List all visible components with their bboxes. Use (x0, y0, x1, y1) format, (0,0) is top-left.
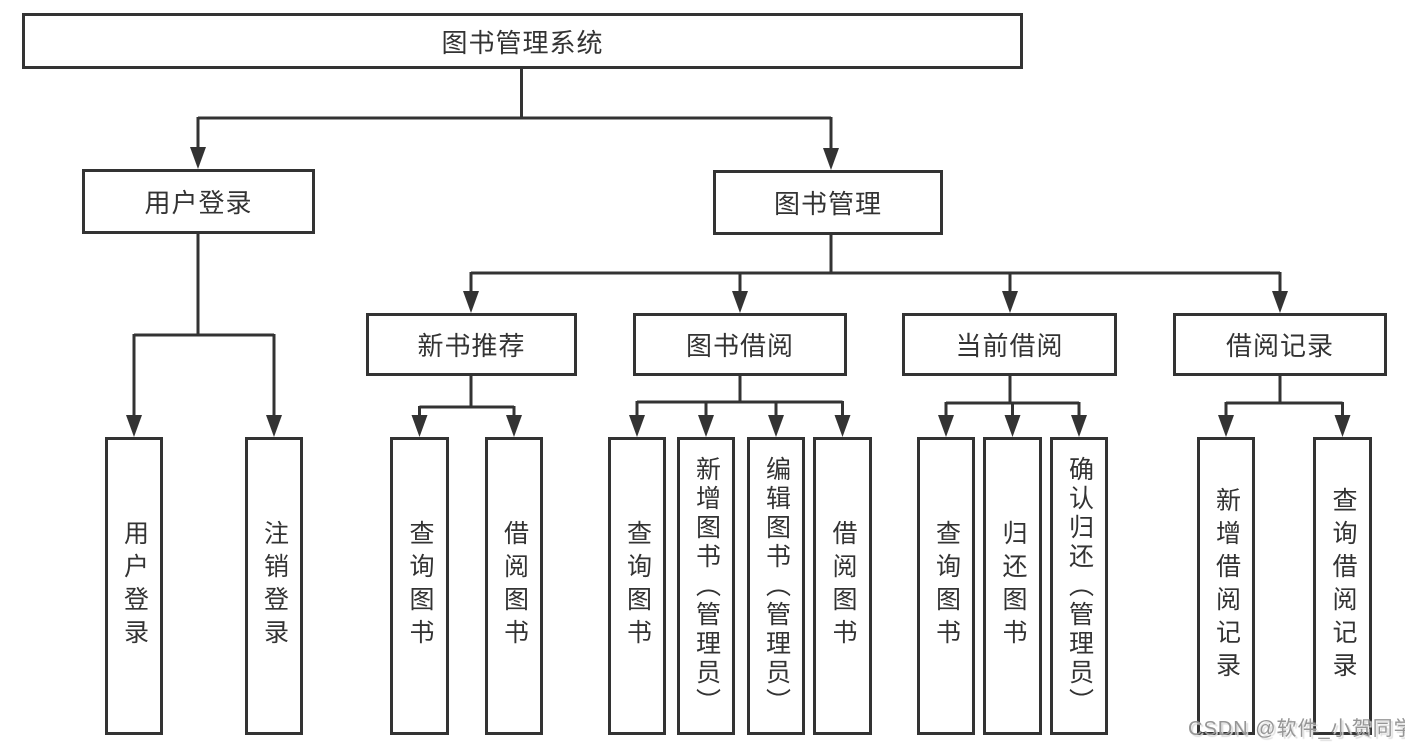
arrowhead (629, 415, 645, 437)
arrowhead (1272, 291, 1288, 313)
arrowhead (1002, 291, 1018, 313)
group-current-borrow-label: 当前借阅 (955, 331, 1064, 361)
connector-borrow-records (1224, 376, 1344, 418)
branch-user-login-label: 用户登录 (144, 188, 253, 218)
watermark: CSDN @软件_小贺同学 (1188, 718, 1405, 740)
leaf-borrow-books: 借阅图书 (813, 437, 872, 735)
arrowhead (506, 415, 522, 437)
leaf-edit-book-admin: 编辑图书（管理员） (747, 437, 805, 735)
leaf-confirm-return-admin: 确认归还（管理员） (1050, 437, 1108, 735)
connector-current-borrow (944, 376, 1081, 418)
leaf-query-books-current: 查询图书 (917, 437, 975, 735)
branch-book-management-label: 图书管理 (773, 189, 882, 219)
leaf-user-login-label: 用户登录 (120, 520, 149, 652)
leaf-logout-label: 注销登录 (260, 520, 289, 652)
leaf-borrow-books-recommend-label: 借阅图书 (500, 520, 529, 652)
leaf-query-books-current-label: 查询图书 (932, 520, 961, 652)
group-book-borrow: 图书借阅 (633, 313, 847, 376)
leaf-edit-book-admin-label: 编辑图书（管理员） (762, 455, 791, 717)
leaf-confirm-return-admin-label: 确认归还（管理员） (1065, 455, 1094, 717)
arrowhead (698, 415, 714, 437)
root-node: 图书管理系统 (22, 13, 1023, 69)
leaf-logout: 注销登录 (245, 437, 303, 735)
leaf-query-books-recommend: 查询图书 (390, 437, 449, 735)
arrowhead (834, 415, 851, 437)
arrowhead (126, 415, 142, 437)
group-current-borrow: 当前借阅 (902, 313, 1117, 376)
arrowhead (1334, 415, 1351, 437)
arrowhead (1218, 415, 1234, 437)
connector-book-management (469, 235, 1282, 294)
arrowhead (823, 148, 839, 170)
group-new-book-recommend: 新书推荐 (366, 313, 577, 376)
arrowhead (938, 415, 954, 437)
leaf-add-book-admin-label: 新增图书（管理员） (692, 455, 721, 717)
arrowhead (1004, 415, 1021, 437)
leaf-query-books-borrow: 查询图书 (608, 437, 666, 735)
leaf-query-books-recommend-label: 查询图书 (406, 520, 434, 652)
leaf-query-borrow-record: 查询借阅记录 (1313, 437, 1372, 735)
leaf-return-books: 归还图书 (983, 437, 1042, 735)
connector-new-book (418, 376, 516, 418)
connector-book-borrow (635, 376, 844, 418)
leaf-user-login: 用户登录 (105, 437, 163, 735)
connector-root (196, 69, 833, 153)
arrowhead (768, 415, 784, 437)
leaf-query-books-borrow-label: 查询图书 (623, 520, 652, 652)
arrowhead (732, 291, 748, 313)
group-borrow-records-label: 借阅记录 (1225, 331, 1334, 361)
arrowhead (190, 147, 206, 169)
arrowhead (411, 415, 428, 437)
branch-book-management: 图书管理 (713, 170, 943, 235)
branch-user-login: 用户登录 (82, 169, 315, 234)
group-book-borrow-label: 图书借阅 (685, 331, 794, 361)
connector-user-login (132, 234, 276, 418)
leaf-return-books-label: 归还图书 (999, 520, 1027, 652)
leaf-add-borrow-record-label: 新增借阅记录 (1212, 487, 1241, 685)
leaf-borrow-books-recommend: 借阅图书 (485, 437, 543, 735)
leaf-add-book-admin: 新增图书（管理员） (677, 437, 735, 735)
leaf-borrow-books-label: 借阅图书 (829, 520, 857, 652)
group-new-book-recommend-label: 新书推荐 (417, 331, 526, 361)
arrowhead (1071, 415, 1087, 437)
arrowhead (463, 291, 479, 313)
leaf-query-borrow-record-label: 查询借阅记录 (1329, 487, 1357, 685)
leaf-add-borrow-record: 新增借阅记录 (1197, 437, 1255, 735)
arrowhead (266, 415, 282, 437)
group-borrow-records: 借阅记录 (1173, 313, 1387, 376)
root-node-label: 图书管理系统 (441, 27, 604, 58)
